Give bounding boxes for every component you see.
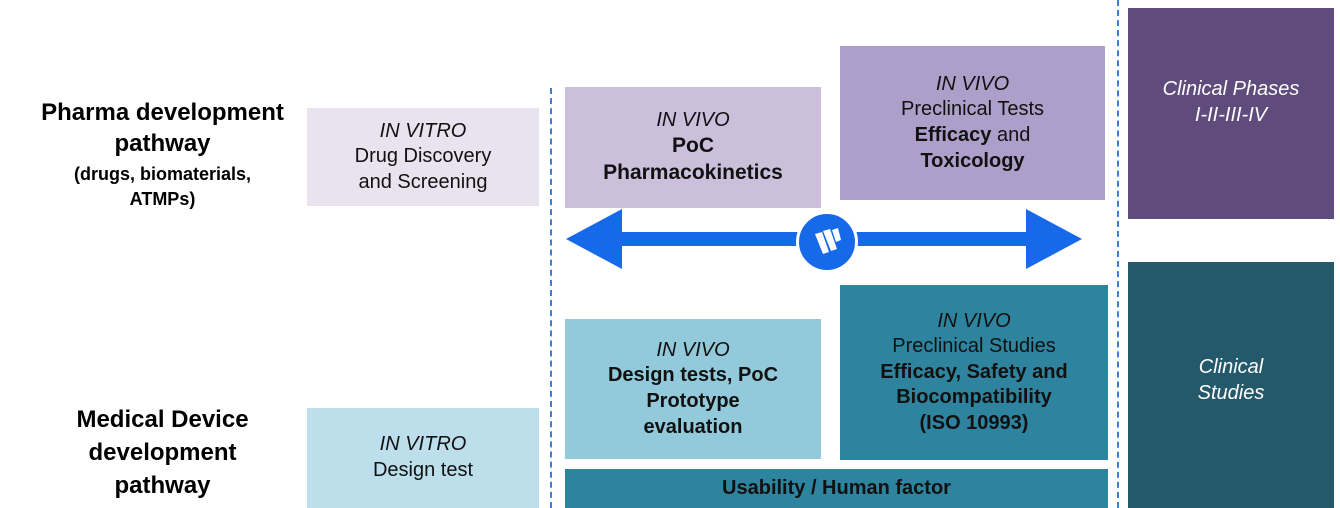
pharma-poc-line2: Pharmacokinetics <box>603 161 783 185</box>
device-preclinical-line1: Preclinical Studies <box>892 335 1056 358</box>
device-design-box: IN VIVO Design tests, PoC Prototype eval… <box>565 319 821 459</box>
pharma-preclinical-and: and <box>991 124 1031 146</box>
pharma-preclinical-line1: Preclinical Tests <box>900 98 1045 121</box>
divider-line-left <box>550 88 552 508</box>
pharma-preclinical-efficacy: Efficacy <box>914 124 992 146</box>
pharma-in-vitro-box: IN VITRO Drug Discovery and Screening <box>307 108 539 206</box>
pharma-subtitle-2: ATMPs) <box>129 188 196 209</box>
pharma-preclinical-line2: Efficacy and <box>915 123 1031 149</box>
device-preclinical-box: IN VIVO Preclinical Studies Efficacy, Sa… <box>840 285 1108 460</box>
device-preclinical-line2: Efficacy, Safety and <box>880 360 1068 383</box>
device-usability-label: Usability / Human factor <box>722 476 951 499</box>
pharma-clinical-line1: Clinical Phases <box>1162 78 1300 100</box>
device-preclinical-line4: (ISO 10993) <box>919 411 1029 434</box>
brand-logo-icon <box>796 211 858 273</box>
device-preclinical-line3: Biocompatibility <box>896 386 1052 409</box>
pharma-pathway-label: Pharma development pathway (drugs, bioma… <box>20 97 305 211</box>
device-clinical-box: Clinical Studies <box>1128 262 1334 508</box>
pharma-poc-box: IN VIVO PoC Pharmacokinetics <box>565 87 821 208</box>
pharma-poc-tag: IN VIVO <box>656 108 730 131</box>
pharma-preclinical-tag: IN VIVO <box>935 72 1010 95</box>
device-design-line3: evaluation <box>643 415 743 438</box>
pharma-in-vitro-line1: Drug Discovery <box>354 145 492 168</box>
device-title-3: pathway <box>114 472 211 500</box>
pharma-subtitle-1: (drugs, biomaterials, <box>73 164 252 185</box>
device-clinical-line1: Clinical <box>1198 356 1264 378</box>
device-design-line1: Design tests, PoC <box>607 364 779 387</box>
device-in-vitro-box: IN VITRO Design test <box>307 408 539 508</box>
device-title-1: Medical Device <box>76 406 249 433</box>
device-clinical-line2: Studies <box>1197 381 1265 404</box>
pharma-in-vitro-tag: IN VITRO <box>379 119 467 142</box>
pharma-clinical-box: Clinical Phases I-II-III-IV <box>1128 8 1334 219</box>
device-design-line2: Prototype <box>646 390 740 412</box>
pharma-preclinical-box: IN VIVO Preclinical Tests Efficacy and T… <box>840 46 1105 200</box>
device-in-vitro-tag: IN VITRO <box>379 433 467 456</box>
pharma-title-1: Pharma development <box>41 99 284 126</box>
pharma-poc-line1: PoC <box>672 134 714 158</box>
divider-line-right <box>1117 0 1119 508</box>
device-title-2: development <box>88 439 237 467</box>
device-design-tag: IN VIVO <box>656 338 730 361</box>
pharma-in-vitro-line2: and Screening <box>358 170 488 193</box>
device-usability-bar: Usability / Human factor <box>565 469 1108 508</box>
device-in-vitro-line1: Design test <box>372 459 474 481</box>
device-preclinical-tag: IN VIVO <box>937 309 1011 332</box>
pharma-title-2: pathway <box>114 130 211 158</box>
device-pathway-label: Medical Device development pathway <box>20 403 305 502</box>
pharma-preclinical-line3: Toxicology <box>920 149 1025 172</box>
pharma-clinical-line2: I-II-III-IV <box>1194 103 1268 126</box>
